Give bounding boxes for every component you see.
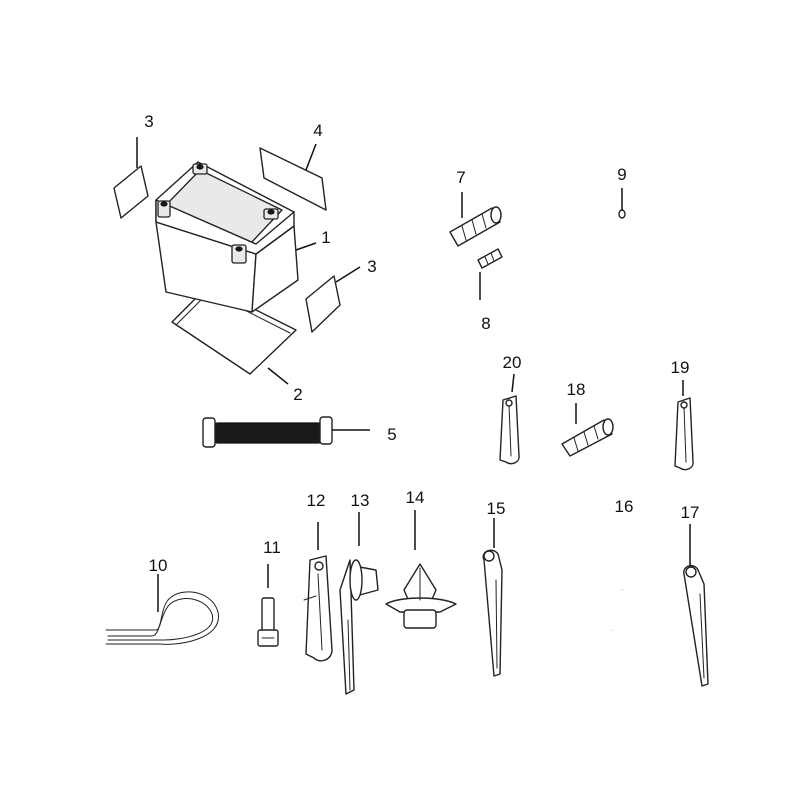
grommet-part-7 (449, 206, 502, 247)
hook-rod-part (571, 209, 720, 283)
callout-11: 11 (263, 538, 281, 557)
clip-part-12 (303, 555, 333, 662)
plastic-clip-part (385, 563, 457, 629)
push-rivet-part (339, 559, 379, 695)
leader-lines (136, 137, 691, 612)
callout-5: 5 (387, 425, 396, 444)
plate-part (259, 147, 327, 211)
callout-14: 14 (406, 488, 425, 507)
wire-clip-part (105, 591, 219, 645)
callout-3-lower: 3 (367, 257, 376, 276)
callout-17: 17 (681, 503, 700, 522)
callout-7: 7 (456, 168, 465, 187)
callout-15: 15 (487, 499, 506, 518)
callout-12: 12 (307, 491, 326, 510)
callout-2: 2 (293, 385, 302, 404)
grommet-part-8 (477, 248, 503, 269)
callout-10: 10 (149, 556, 168, 575)
pad-part-upper (113, 165, 149, 219)
callout-4: 4 (313, 121, 322, 140)
battery-part (155, 161, 299, 313)
callout-numbers: 3 4 1 3 2 5 7 8 9 20 18 19 10 11 12 13 1… (144, 112, 699, 575)
callout-18: 18 (567, 380, 586, 399)
callout-19: 19 (671, 358, 690, 377)
callout-9: 9 (617, 165, 626, 184)
cable-tie-part-17 (683, 564, 709, 687)
callout-20: 20 (503, 353, 522, 372)
callout-16: 16 (615, 497, 634, 516)
pad-part-lower (305, 275, 341, 333)
sleeve-part-18 (561, 418, 614, 457)
bent-rod-part (531, 541, 635, 656)
cable-tie-part-15 (482, 549, 503, 677)
clip-part-19 (674, 397, 694, 471)
callout-3-upper: 3 (144, 112, 153, 131)
rubber-strap-part (202, 416, 333, 448)
callout-13: 13 (351, 491, 370, 510)
callout-8: 8 (481, 314, 490, 333)
clip-part-20 (499, 395, 520, 465)
bolt-part (257, 597, 279, 647)
callout-1: 1 (321, 228, 330, 247)
